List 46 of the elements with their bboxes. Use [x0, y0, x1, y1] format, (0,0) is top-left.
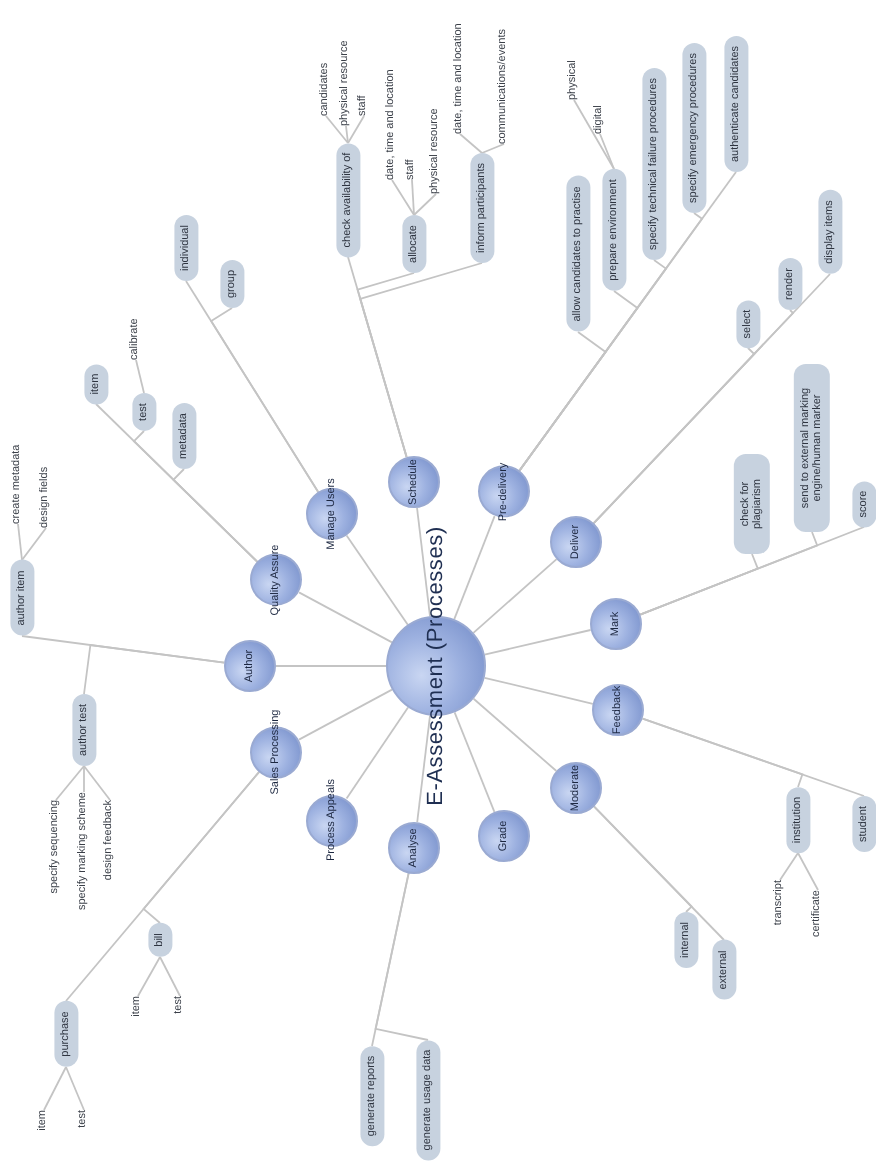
topic-label: E-Assessment (Processes) — [424, 526, 448, 806]
connector-line — [472, 697, 558, 772]
connector-line — [359, 262, 483, 458]
connector-line — [137, 956, 161, 997]
connector-line — [347, 115, 365, 144]
connector-line — [17, 523, 23, 561]
connector-line — [159, 956, 181, 997]
connector-line — [411, 179, 415, 216]
connector-line — [797, 852, 819, 891]
connector-line — [391, 179, 415, 216]
connector-line — [275, 665, 387, 667]
connector-line — [83, 644, 226, 695]
connector-line — [135, 359, 145, 394]
connector-line — [209, 307, 320, 493]
connector-line — [325, 115, 349, 144]
connector-line — [779, 852, 799, 881]
connector-line — [298, 591, 393, 644]
connector-line — [416, 506, 431, 618]
connector-line — [413, 193, 437, 216]
connector-line — [21, 527, 47, 561]
connector-line — [83, 765, 85, 793]
connector-line — [83, 765, 111, 801]
connector-line — [298, 688, 393, 741]
connector-line — [43, 1066, 67, 1111]
connector-line — [639, 526, 865, 616]
connector-line — [593, 805, 725, 941]
connector-line — [345, 534, 409, 626]
connector-line — [592, 273, 831, 525]
connector-line — [483, 676, 594, 705]
connector-line — [483, 629, 592, 656]
connector-line — [374, 872, 429, 1041]
connector-line — [345, 706, 409, 800]
connector-line — [641, 717, 865, 797]
connector-line — [345, 125, 349, 144]
connector-line — [453, 711, 496, 813]
connector-line — [55, 765, 85, 801]
connector-line — [459, 133, 483, 154]
connector-line — [416, 714, 431, 824]
connector-line — [481, 143, 505, 154]
connector-line — [573, 99, 615, 170]
connector-line — [453, 515, 496, 621]
connector-line — [65, 1066, 85, 1111]
connector-line — [65, 770, 261, 1002]
connector-line — [172, 468, 259, 563]
connector-line — [472, 558, 558, 634]
connector-line — [599, 133, 615, 170]
